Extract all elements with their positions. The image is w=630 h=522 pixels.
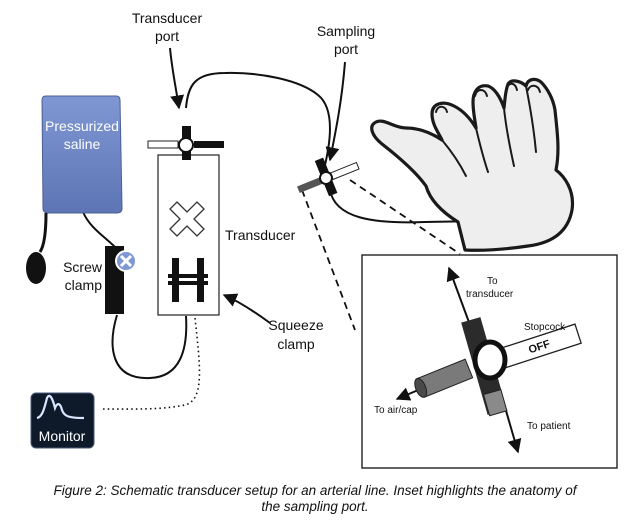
monitor-waveform — [36, 394, 85, 420]
monitor-label: Monitor — [39, 428, 86, 444]
screw-clamp-label-line2: clamp — [65, 277, 103, 293]
squeeze-clamp-label-line1: Squeeze — [268, 317, 323, 333]
caption-line1: Figure 2: Schematic transducer setup for… — [53, 483, 577, 498]
figure-caption: Figure 2: Schematic transducer setup for… — [0, 483, 630, 515]
transducer-port-label-line2: port — [155, 28, 179, 44]
inset-panel: OFF To transducer Stopcock To air/cap To… — [361, 254, 618, 469]
saline-label-line1: Pressurized — [45, 118, 119, 134]
transducer-port-label-line1: Transducer — [132, 10, 203, 26]
inset-to-air-cap-label: To air/cap — [374, 405, 418, 416]
pressurized-saline-bag: Pressurized saline — [41, 95, 123, 214]
arrow-to-transducer — [446, 266, 471, 326]
inset-stopcock-label: Stopcock — [524, 322, 566, 333]
screw-clamp-label-line1: Screw — [63, 259, 103, 275]
inset-to-transducer-line2: transducer — [466, 289, 514, 300]
transducer-label: Transducer — [225, 227, 296, 243]
inset-to-transducer-line1: To — [487, 276, 498, 287]
hand-illustration — [370, 77, 575, 252]
screw-clamp: Screw clamp — [63, 246, 137, 314]
transducer-port-arrow — [169, 47, 185, 110]
monitor-cable — [99, 317, 201, 410]
squeeze-clamp-label-line2: clamp — [277, 336, 315, 352]
sampling-port-stopcock — [297, 157, 360, 197]
sampling-port-arrow — [325, 61, 346, 162]
monitor: Monitor — [30, 392, 95, 449]
stopcock-large: OFF — [414, 317, 582, 417]
squeeze-clamp-arrow — [222, 293, 271, 324]
caption-line2: the sampling port. — [261, 499, 369, 514]
pressure-bulb — [26, 212, 48, 284]
inset-to-patient-label: To patient — [527, 421, 571, 432]
sampling-port-label-line2: port — [334, 41, 358, 57]
sampling-port-label-line1: Sampling — [317, 23, 375, 39]
inset-connector-lines — [301, 179, 461, 331]
saline-label-line2: saline — [64, 136, 101, 152]
transducer — [157, 154, 220, 316]
transducer-port-stopcock — [147, 126, 224, 160]
